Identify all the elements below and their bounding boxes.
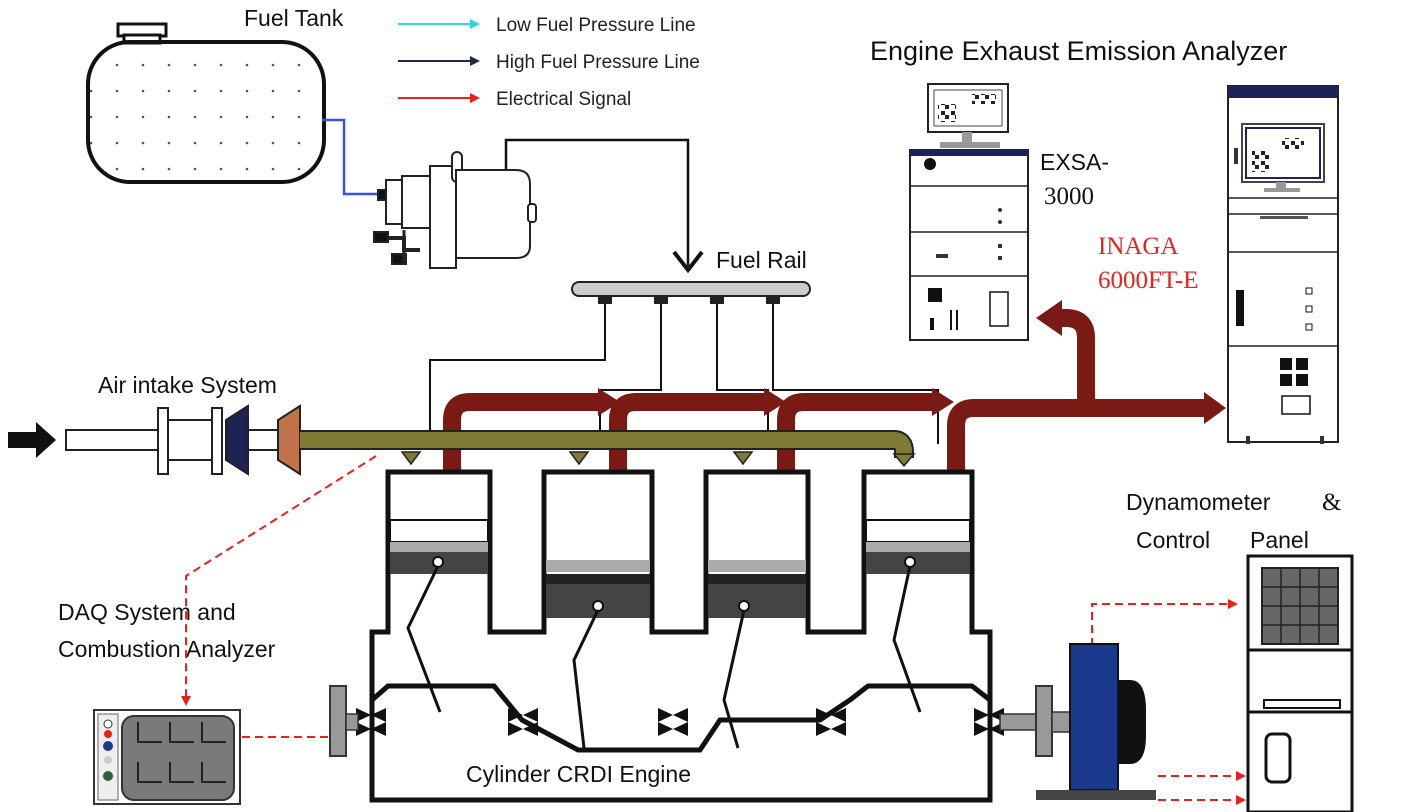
engine-label: Cylinder CRDI Engine [466,761,691,787]
exsa-label-line2: 3000 [1044,183,1094,210]
engine-block [369,469,993,803]
dynamometer [999,643,1156,800]
emission-analyzer-title: Engine Exhaust Emission Analyzer [870,36,1287,66]
dyno-control-panel [1246,554,1354,812]
daq-label-line1: DAQ System and [58,599,236,625]
dyno-label-line2-control: Control [1136,527,1210,553]
intake-manifold [300,430,916,468]
air-intake-label: Air intake System [98,372,277,398]
high-pressure-arrow-head [672,250,704,274]
exhaust-arrow-heads [598,300,1226,424]
inaga-label-line1: INAGA [1098,233,1179,260]
fuel-rail [571,281,811,304]
cylinder-1 [389,519,489,713]
dyno-label-line1: Dynamometer [1126,489,1271,515]
fuel-pump [373,151,537,269]
air-intake-system [65,404,301,476]
exsa-label-line1: EXSA- [1040,149,1109,175]
fuel-rail-label: Fuel Rail [716,247,807,273]
exsa-3000-analyzer [909,83,1029,341]
daq-label-line2: Combustion Analyzer [58,636,276,662]
fuel-tank-label: Fuel Tank [244,5,344,31]
legend-label-electrical: Electrical Signal [496,89,631,110]
legend: Low Fuel Pressure Line High Fuel Pressur… [398,15,700,110]
legend-label-high-pressure: High Fuel Pressure Line [496,52,700,73]
cylinder-3 [708,560,806,749]
daq-combustion-analyzer [93,709,241,805]
dyno-label-line2-panel: Panel [1250,527,1309,553]
crank-bearings [356,708,1004,736]
cylinder-2 [546,560,650,749]
low-pressure-fuel-line [322,118,382,196]
high-pressure-fuel-line [504,138,690,266]
legend-label-low-pressure: Low Fuel Pressure Line [496,15,696,36]
flywheel [329,685,359,757]
dyno-label-ampersand: & [1322,489,1341,516]
inaga-label-line2: 6000FT-E [1098,267,1198,294]
electrical-signal-lines [181,455,1246,805]
cylinder-4 [865,519,971,713]
injector-lines [429,304,939,444]
exhaust-manifold [443,309,1206,470]
inaga-6000ft-e-analyzer [1227,85,1339,444]
fuel-tank [86,22,326,184]
air-inlet-arrow [8,422,56,458]
